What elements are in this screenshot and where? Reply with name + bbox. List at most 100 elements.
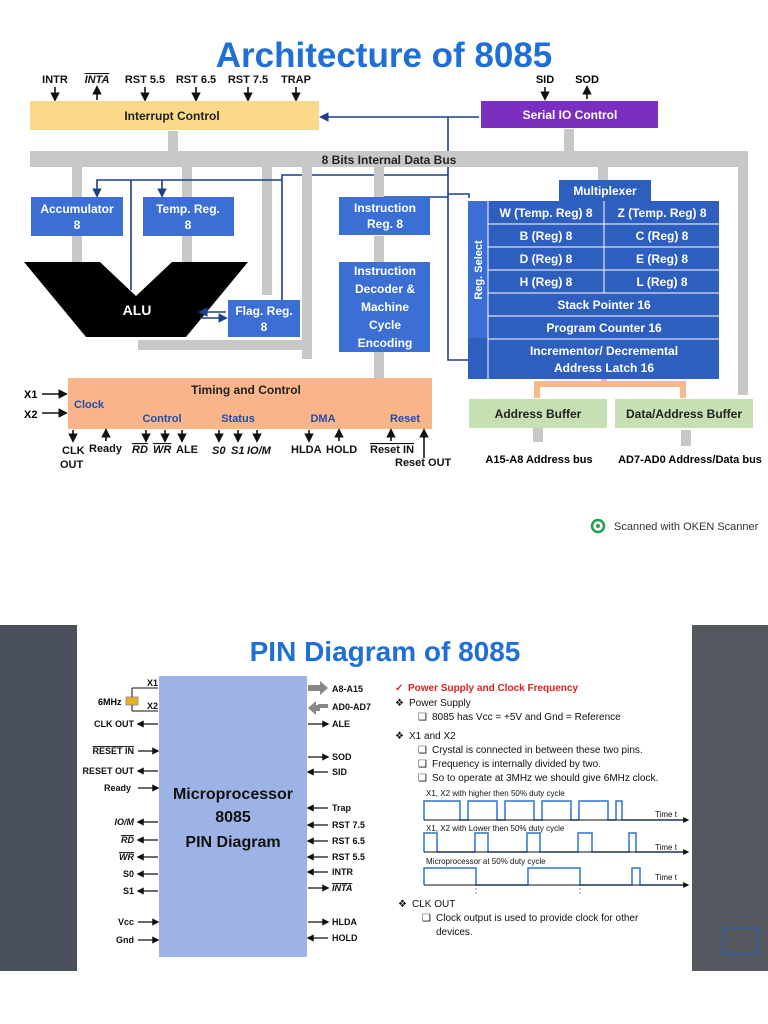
pin-rd: RD — [121, 835, 134, 845]
register-labels: W (Temp. Reg) 8 Z (Temp. Reg) 8 B (Reg) … — [499, 206, 706, 375]
arch-title: Architecture of 8085 — [216, 36, 553, 75]
instruction-reg-size: Reg. 8 — [367, 217, 403, 231]
pin-x1: X1 — [147, 678, 158, 688]
checkbox-bullet-icon: ❑ — [418, 759, 427, 770]
reg-b: B (Reg) 8 — [520, 229, 573, 243]
right-pin-lines — [306, 720, 330, 942]
top-left-arrows — [50, 85, 301, 102]
notes-x1x2-item-3: So to operate at 3MHz we should give 6MH… — [432, 773, 658, 784]
pin-right-thumb — [723, 927, 759, 955]
sig-reset-out: Reset OUT — [395, 457, 452, 469]
register-grid — [487, 201, 719, 379]
pin-ready: Ready — [104, 783, 131, 793]
time-axes — [424, 817, 690, 888]
checkbox-bullet-icon: ❑ — [422, 913, 431, 924]
pin-reset-in: RESET IN — [92, 746, 134, 756]
checkbox-bullet-icon: ❑ — [418, 712, 427, 723]
sig-hlda: HLDA — [291, 444, 322, 456]
sig-iom: IO/M — [247, 445, 272, 457]
signal-rst75: RST 7.5 — [228, 74, 268, 86]
pin-left-dark-band — [0, 625, 77, 971]
address-buffer-box — [469, 399, 607, 428]
sig-clk: CLK — [62, 445, 85, 457]
internal-data-bus — [30, 151, 748, 167]
timing-control-box — [68, 378, 432, 429]
checkbox-bullet-icon: ❑ — [418, 745, 427, 756]
signal-rst65: RST 6.5 — [176, 74, 216, 86]
checkmark-icon: ✓ — [395, 683, 403, 694]
sig-ready: Ready — [89, 443, 123, 455]
reset-label: Reset — [390, 413, 420, 425]
decoder-line-2: Decoder & — [355, 282, 415, 296]
sig-clk-out: OUT — [60, 459, 84, 471]
sig-reset-in: Reset IN — [370, 444, 414, 456]
decoder-line-4: Cycle — [369, 318, 401, 332]
program-counter: Program Counter 16 — [546, 321, 662, 335]
pin-ad0-ad7: AD0-AD7 — [332, 702, 371, 712]
instruction-decoder-box — [339, 262, 430, 352]
address-buffer-label: Address Buffer — [495, 407, 582, 421]
diamond-bullet-icon: ❖ — [398, 899, 407, 910]
wave-guides — [475, 868, 581, 895]
pin-wr: WR — [119, 852, 134, 862]
wave3-label: Microprocessor at 50% duty cycle — [426, 857, 546, 866]
pin-ale: ALE — [332, 719, 350, 729]
pin-hlda: HLDA — [332, 917, 357, 927]
status-label: Status — [221, 413, 255, 425]
temp-reg-size: 8 — [185, 218, 192, 232]
clk-out-notes: ❖ CLK OUT ❑ Clock output is used to prov… — [398, 899, 639, 938]
latch-to-buffer — [534, 379, 686, 398]
wave3-time: Time t — [655, 873, 678, 882]
wave2-time: Time t — [655, 843, 678, 852]
diamond-bullet-icon: ❖ — [395, 731, 404, 742]
instruction-reg-box — [339, 197, 430, 235]
pin-iom: IO/M — [115, 817, 135, 827]
sig-rd: RD — [132, 444, 148, 456]
reg-w: W (Temp. Reg) 8 — [499, 206, 592, 220]
flag-reg-box — [228, 300, 300, 337]
pin-s0: S0 — [123, 869, 134, 879]
serial-io-box — [481, 101, 658, 128]
sig-ale: ALE — [176, 444, 198, 456]
accumulator-size: 8 — [74, 218, 81, 232]
internal-data-bus-label: 8 Bits Internal Data Bus — [322, 153, 457, 167]
pin-reset-out: RESET OUT — [82, 766, 134, 776]
notes-x1x2-item-2: Frequency is internally divided by two. — [432, 759, 601, 770]
pin-sid: SID — [332, 767, 348, 777]
pin-vcc: Vcc — [118, 917, 134, 927]
multiplexer-box — [559, 180, 651, 201]
chip-line-3: PIN Diagram — [185, 834, 280, 851]
flag-reg-size: 8 — [261, 320, 268, 334]
data-bus-out-label: AD7-AD0 Address/Data bus — [618, 454, 762, 466]
buffer-out-arrows — [533, 428, 691, 446]
reg-l: L (Reg) 8 — [636, 275, 687, 289]
crystal-wires — [131, 687, 158, 712]
timing-arrows — [42, 389, 429, 458]
data-address-buffer-box — [615, 399, 753, 428]
sig-s0: S0 — [212, 445, 226, 457]
address-bus-label: A15-A8 Address bus — [485, 454, 592, 466]
notes-x1x2: X1 and X2 — [409, 731, 456, 742]
reg-select-label: Reg. Select — [473, 240, 485, 300]
wave1-time: Time t — [655, 810, 678, 819]
decoder-line-3: Machine — [361, 300, 409, 314]
pin-rst55: RST 5.5 — [332, 852, 365, 862]
wave1-label: X1, X2 with higher then 50% duty cycle — [426, 789, 565, 798]
notes-heading: Power Supply and Clock Frequency — [408, 683, 578, 694]
register-array — [468, 201, 719, 379]
decoder-line-5: Encoding — [358, 336, 413, 350]
x1-input: X1 — [24, 389, 37, 401]
reg-h: H (Reg) 8 — [520, 275, 573, 289]
instruction-reg-label: Instruction — [354, 201, 416, 215]
signal-sod: SOD — [575, 74, 599, 86]
signal-intr: INTR — [42, 74, 68, 86]
signal-trap: TRAP — [281, 74, 311, 86]
top-right-arrows — [540, 85, 592, 101]
multiplexer-label: Multiplexer — [573, 184, 637, 198]
pin-gnd: Gnd — [116, 935, 134, 945]
crystal-label: 6MHz — [98, 697, 122, 707]
incrementor-line-1: Incrementor/ Decremental — [530, 344, 678, 358]
pin-clk-out: CLK OUT — [94, 719, 134, 729]
signal-rst55: RST 5.5 — [125, 74, 165, 86]
